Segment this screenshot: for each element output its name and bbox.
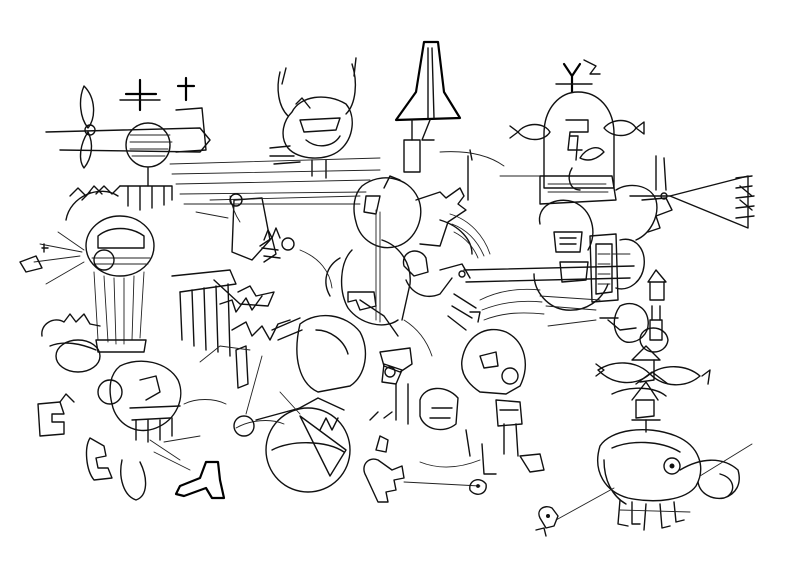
right-machine-figure: [533, 199, 649, 343]
arc-stripes: [449, 213, 545, 321]
horned-mask-figure: [269, 57, 357, 179]
arrow-sign: [629, 175, 755, 229]
right-middle-figure: [461, 328, 545, 475]
center-globe: [233, 317, 351, 493]
comb-hands: [171, 197, 295, 389]
fish-headed-figure: [509, 59, 673, 241]
tower-spike: [394, 40, 473, 201]
central-reclining-figure: [169, 157, 635, 431]
fish-pair: [595, 362, 711, 433]
propeller-plane-figure: [45, 76, 211, 211]
connecting-lines: [163, 151, 631, 443]
left-claw-figure: [37, 313, 191, 501]
small-hand-figure: [363, 411, 487, 503]
boot: [174, 460, 226, 500]
left-round-figure: [19, 185, 155, 353]
house-pole: [631, 269, 669, 385]
whale-creature: [535, 429, 753, 537]
